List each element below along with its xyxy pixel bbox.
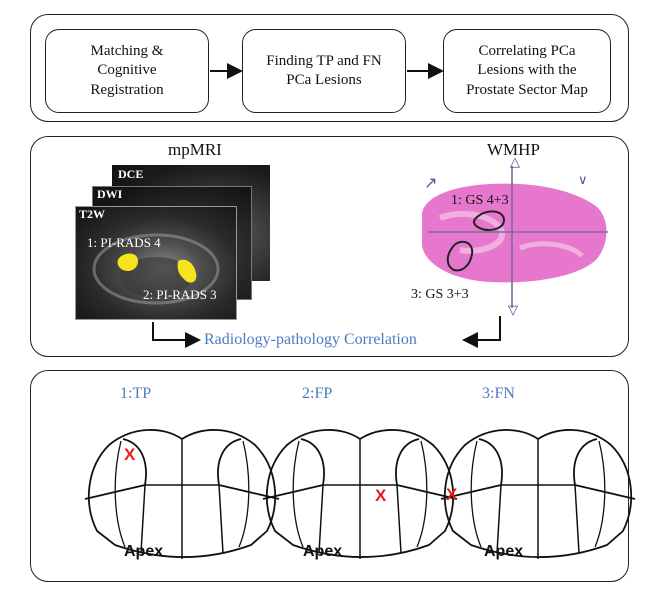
step-finding-lesions: Finding TP and FN PCa Lesions xyxy=(242,29,406,113)
t2w-slice-image xyxy=(75,206,237,320)
workflow-panel xyxy=(30,14,629,122)
sector-map-2-lesion-mark: X xyxy=(375,486,387,505)
mri-lesion-2-label: 2: PI-RADS 3 xyxy=(143,287,217,302)
imaging-panel xyxy=(30,136,629,357)
sector-map-1-title: 1:TP xyxy=(120,385,152,402)
svg-text:∨: ∨ xyxy=(578,173,588,188)
sector-map-3-lesion-mark: X xyxy=(446,485,458,504)
sector-map-2-title: 2:FP xyxy=(302,385,333,402)
wmhp-lesion-3-outline xyxy=(446,240,474,272)
mpmri-title: mpMRI xyxy=(168,140,222,159)
wmhp-title: WMHP xyxy=(487,140,540,159)
sector-map-1-lesion-mark: X xyxy=(124,445,136,464)
sector-map-1-apex-label: Apex xyxy=(124,543,164,560)
t2w-anatomy xyxy=(92,233,220,305)
wmhp-lesion-3-label: 3: GS 3+3 xyxy=(411,287,469,302)
arrow-mri-to-correlation xyxy=(152,322,201,348)
step-correlating-sector-map: Correlating PCa Lesions with the Prostat… xyxy=(443,29,611,113)
lesion-2-shape xyxy=(177,259,197,283)
correlation-label: Radiology-pathology Correlation xyxy=(204,331,417,348)
wmhp-tissue xyxy=(421,183,607,283)
wmhp-lesion-1-label: 1: GS 4+3 xyxy=(451,193,509,208)
dwi-label: DWI xyxy=(97,187,123,201)
lesion-1-shape xyxy=(117,253,138,271)
sector-map-2 xyxy=(262,429,458,559)
step-matching-registration: Matching & Cognitive Registration xyxy=(45,29,209,113)
sector-map-3 xyxy=(440,429,636,559)
sector-map-3-title: 3:FN xyxy=(482,385,515,402)
wmhp-lesion-1-outline xyxy=(473,210,506,231)
sector-map-1 xyxy=(84,429,280,559)
arrow-wmhp-to-correlation xyxy=(462,316,501,348)
sector-map-3-apex-label: Apex xyxy=(484,543,524,560)
sector-map-2-apex-label: Apex xyxy=(303,543,343,560)
mri-lesion-1-label: 1: PI-RADS 4 xyxy=(87,235,161,250)
svg-text:△: △ xyxy=(510,158,520,170)
t2w-label: T2W xyxy=(79,207,106,221)
svg-text:▽: ▽ xyxy=(508,303,518,318)
wmhp-slide-image: ↗ △ ∨ ▽ xyxy=(421,158,608,318)
dce-label: DCE xyxy=(118,167,144,181)
svg-text:↗: ↗ xyxy=(424,173,437,192)
